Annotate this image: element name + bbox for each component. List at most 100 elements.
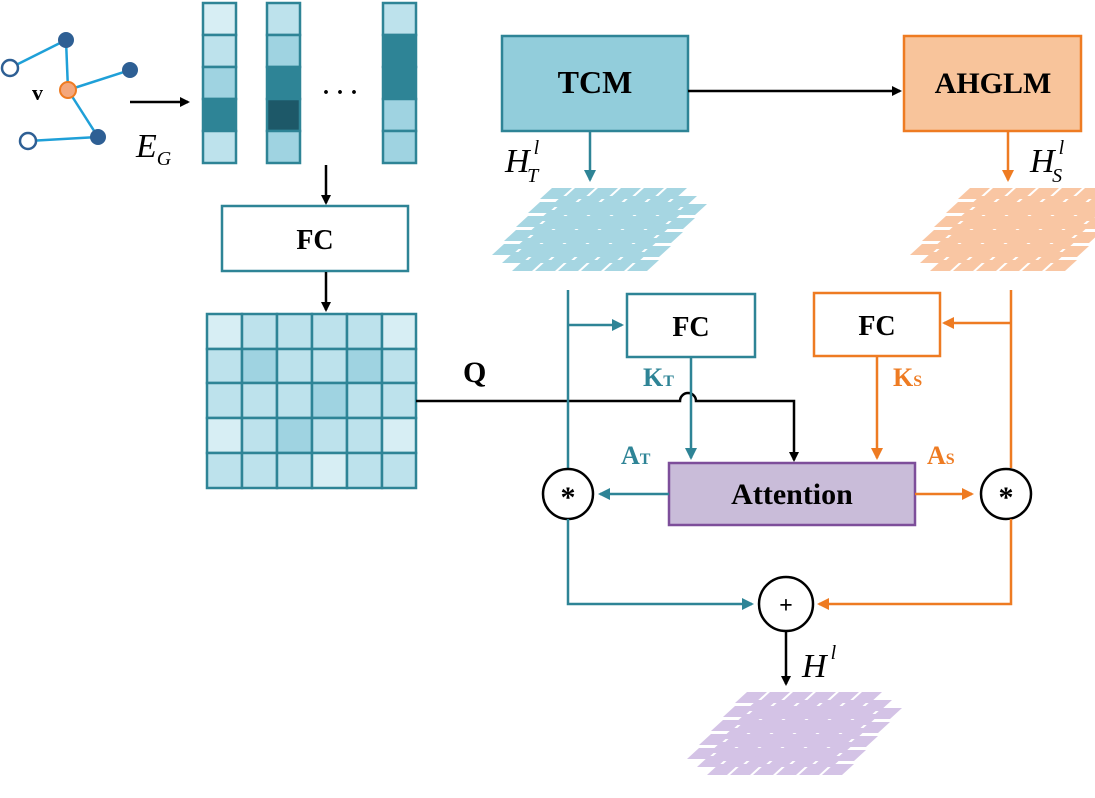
hs-stack-tile [1026, 216, 1058, 227]
output-stack-tile [860, 700, 892, 711]
ht-stack-tile [617, 252, 649, 263]
output-feature-stack [687, 692, 902, 775]
output-stack-tile [792, 706, 824, 717]
ht-stack-tile [609, 188, 641, 199]
output-stack-tile [687, 748, 719, 759]
output-stack-tile [822, 764, 854, 775]
hs-feature-stack [910, 188, 1095, 271]
hs-stack-tile [1047, 238, 1079, 249]
input-graph: v [0, 32, 138, 151]
fc-mid-box [625, 292, 757, 359]
graph-node-filled-2 [122, 62, 138, 78]
at-label: AT [621, 441, 651, 470]
hs-stack-tile [934, 216, 966, 227]
hs-stack-tile [958, 188, 990, 199]
ht-stack-tile [561, 244, 593, 255]
ht-stack-tile [586, 188, 618, 199]
ht-stack-tile [629, 238, 661, 249]
output-stack-tile [815, 706, 847, 717]
hs-stack-tile [1027, 188, 1059, 199]
ht-stack-tile [596, 230, 628, 241]
hs-stack-tile [992, 202, 1024, 213]
ht-stack-tile [651, 232, 683, 243]
output-stack-tile [734, 720, 766, 731]
hs-stack-tile [979, 244, 1011, 255]
vector-ellipsis: · · · [322, 80, 358, 106]
hs-stack-tile [1035, 252, 1067, 263]
output-stack-tile [769, 706, 801, 717]
output-stack-tile [870, 708, 902, 719]
output-stack-tile [834, 750, 866, 761]
attention-box [667, 461, 917, 527]
query-label: Q [463, 356, 486, 389]
ht-stack-tile [641, 224, 673, 235]
output-stack-tile [735, 692, 767, 703]
embedding-vector-3 [381, 1, 418, 165]
hs-stack-tile [968, 230, 1000, 241]
ht-stack-tile [539, 216, 571, 227]
embedding-vector-2 [265, 1, 302, 165]
output-stack-tile [723, 706, 755, 717]
tcm-box [500, 34, 690, 133]
output-stack-tile [824, 742, 856, 753]
mult-s-label: * [999, 481, 1014, 514]
fc-left-box [220, 204, 410, 273]
output-stack-tile [850, 692, 882, 703]
graph-node-open-2 [18, 131, 38, 151]
fc-right-label: FC [858, 311, 895, 342]
graph-node-open-1 [0, 58, 20, 78]
ht-stack-tile [608, 216, 640, 227]
node-label-v: v [32, 80, 43, 105]
ht-stack-tile [620, 202, 652, 213]
hs-stack-tile [969, 202, 1001, 213]
output-stack-tile [826, 720, 858, 731]
ht-stack-tile [584, 244, 616, 255]
ht-stack-tile [653, 210, 685, 221]
ht-stack-tile [527, 230, 559, 241]
output-stack-tile [711, 720, 743, 731]
output-stack-tile [699, 734, 731, 745]
ht-stack-tile [515, 244, 547, 255]
output-stack-tile [756, 748, 788, 759]
query-arrow [416, 391, 799, 462]
ht-stack-tile [632, 188, 664, 199]
hs-stack-tile [933, 244, 965, 255]
ht-stack-tile [631, 216, 663, 227]
output-stack-tile [803, 720, 835, 731]
fc-left-label: FC [296, 225, 333, 256]
hs-stack-tile [946, 202, 978, 213]
ht-stack-tile [607, 244, 639, 255]
output-stack-tile [812, 756, 844, 767]
hs-stack-tile [1002, 244, 1034, 255]
ht-stack-tile [538, 244, 570, 255]
fc-mid-label: FC [672, 312, 709, 343]
hs-stack-tile [1050, 188, 1082, 199]
hs-stack-tile [1045, 260, 1077, 271]
arrow-mult-s-to-sum [817, 519, 1013, 610]
ahglm-box [902, 34, 1083, 133]
output-stack-tile [791, 734, 823, 745]
graph-node-center [59, 81, 77, 99]
attention-label: Attention [731, 478, 853, 511]
ahglm-label: AHGLM [935, 67, 1052, 100]
hs-stack-tile [1061, 202, 1093, 213]
ht-stack-tile [675, 204, 707, 215]
output-stack-tile [827, 692, 859, 703]
output-stack-tile [710, 748, 742, 759]
output-stack-tile [780, 720, 812, 731]
hs-stack-tile [1014, 230, 1046, 241]
embedding-label: EG [135, 128, 172, 170]
ht-stack-tile [562, 216, 594, 227]
ht-stack-tile [550, 230, 582, 241]
hs-stack-tile [1003, 216, 1035, 227]
ht-stack-tile [597, 202, 629, 213]
embedding-vector-1 [201, 1, 238, 165]
ht-stack-tile [573, 230, 605, 241]
hs-stack-tile [1038, 202, 1070, 213]
ht-stack-tile [516, 216, 548, 227]
ht-stack-tile [504, 230, 536, 241]
output-stack-tile [722, 734, 754, 745]
hs-stack-tile [957, 216, 989, 227]
